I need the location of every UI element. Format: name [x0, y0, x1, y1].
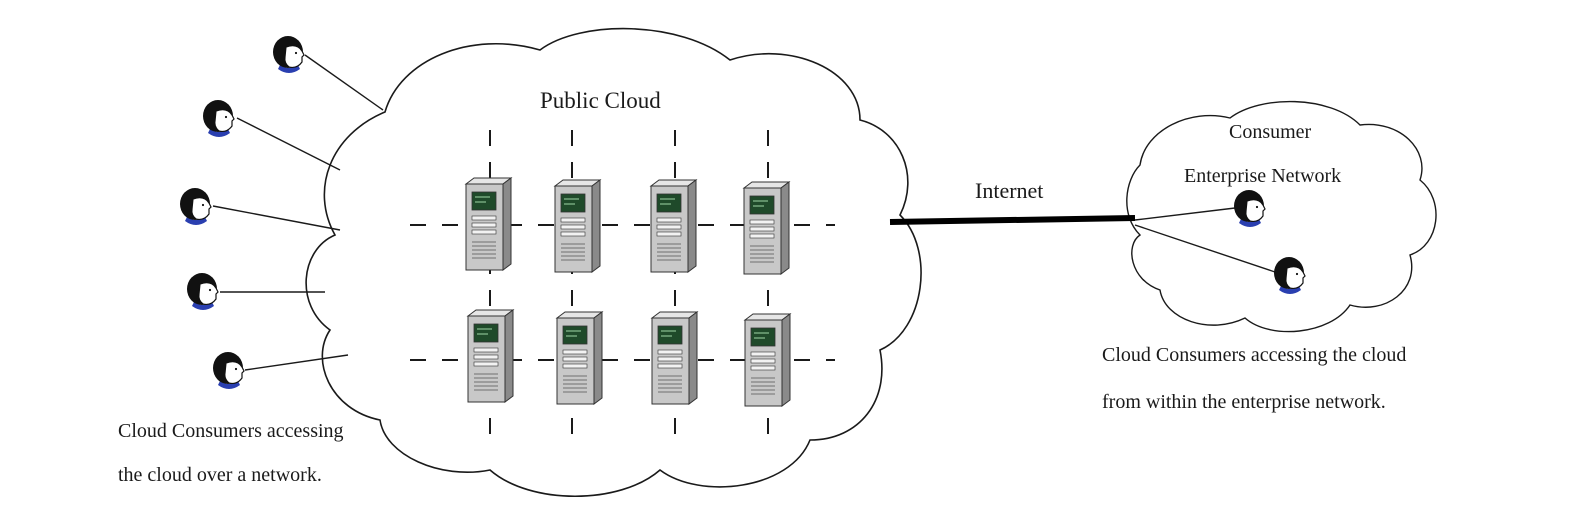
- cloud-consumer-icon: [272, 35, 305, 74]
- internet-link: [889, 215, 1136, 225]
- enterprise-title-line1: Consumer: [1229, 121, 1312, 143]
- left-caption-line1: Cloud Consumers accessing: [118, 420, 344, 442]
- consumer-connection-lines: [212, 54, 384, 371]
- server: [744, 313, 791, 407]
- internet-label: Internet: [975, 178, 1044, 203]
- cloud-consumer-icon: [186, 272, 219, 311]
- enterprise-connection-lines: [1134, 207, 1276, 273]
- server: [743, 181, 790, 275]
- cloud-consumer-icon: [179, 187, 212, 226]
- server: [467, 309, 514, 403]
- right-caption-line2: from within the enterprise network.: [1102, 391, 1386, 413]
- public-cloud-title: Public Cloud: [540, 88, 661, 113]
- server: [465, 177, 512, 271]
- server: [554, 179, 601, 273]
- server: [556, 311, 603, 405]
- cloud-consumer-icon: [212, 351, 245, 390]
- enterprise-cloud-shape: [1126, 100, 1437, 333]
- right-caption-line1: Cloud Consumers accessing the cloud: [1102, 344, 1407, 366]
- cloud-consumer-icon: [202, 99, 235, 138]
- server: [651, 311, 698, 405]
- left-caption-line2: the cloud over a network.: [118, 464, 322, 486]
- server: [650, 179, 697, 273]
- enterprise-title-line2: Enterprise Network: [1184, 165, 1342, 187]
